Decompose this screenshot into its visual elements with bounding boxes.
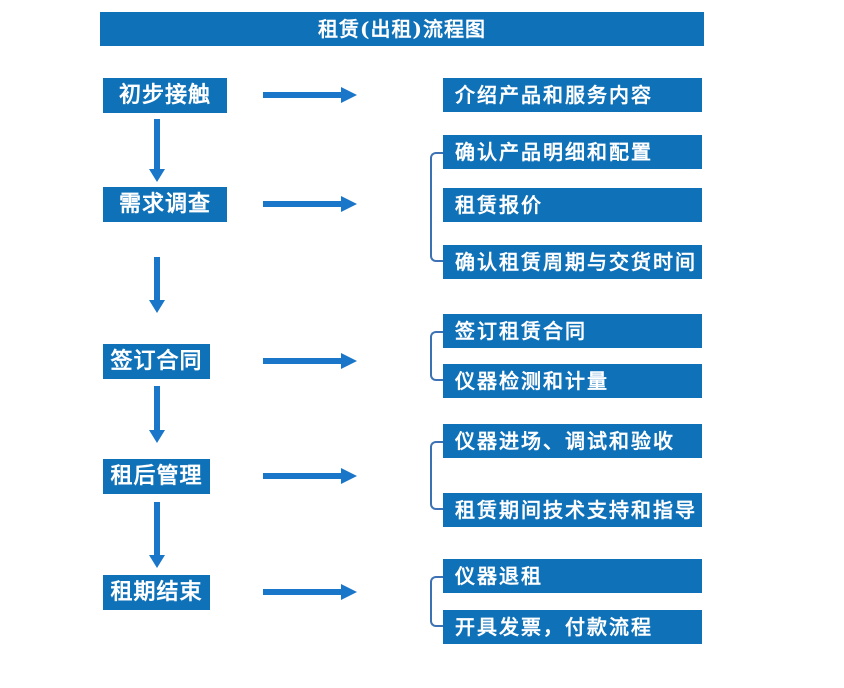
detail-box-intro-products: 介绍产品和服务内容 [443,78,702,112]
down-arrow-4-shaft [154,502,160,555]
detail-box-instrument-setup: 仪器进场、调试和验收 [443,424,702,458]
detail-box-instrument-return: 仪器退租 [443,559,702,593]
chart-title: 租赁(出租)流程图 [100,12,704,46]
down-arrow-4-head-icon [149,555,165,568]
down-arrow-1-head-icon [149,169,165,182]
group-bracket-post-rental [430,441,443,510]
stage-box-rental-end: 租期结束 [103,575,210,610]
down-arrow-1-shaft [154,119,160,169]
right-arrow-1-shaft [263,92,341,98]
down-arrow-2-head-icon [149,300,165,313]
down-arrow-3-head-icon [149,430,165,443]
right-arrow-3-head-icon [341,353,357,369]
right-arrow-5-head-icon [341,584,357,600]
detail-box-confirm-period: 确认租赁周期与交货时间 [443,245,702,279]
detail-box-sign-rental-contract: 签订租赁合同 [443,314,702,348]
right-arrow-4-head-icon [341,468,357,484]
right-arrow-5-shaft [263,589,341,595]
stage-box-post-rental: 租后管理 [103,459,210,494]
stage-box-initial-contact: 初步接触 [103,78,227,113]
down-arrow-2-shaft [154,257,160,300]
detail-box-rental-quote: 租赁报价 [443,188,702,222]
group-bracket-sign-contract [430,331,443,381]
right-arrow-3-shaft [263,358,341,364]
detail-box-invoice-payment: 开具发票，付款流程 [443,610,702,644]
right-arrow-2-head-icon [341,196,357,212]
group-bracket-demand-survey [430,152,443,262]
detail-box-instrument-testing: 仪器检测和计量 [443,364,702,398]
down-arrow-3-shaft [154,386,160,430]
detail-box-confirm-config: 确认产品明细和配置 [443,135,702,169]
right-arrow-2-shaft [263,201,341,207]
stage-box-sign-contract: 签订合同 [103,344,210,379]
stage-box-demand-survey: 需求调查 [103,187,227,222]
right-arrow-1-head-icon [341,87,357,103]
right-arrow-4-shaft [263,473,341,479]
detail-box-tech-support: 租赁期间技术支持和指导 [443,493,702,527]
group-bracket-rental-end [430,576,443,627]
